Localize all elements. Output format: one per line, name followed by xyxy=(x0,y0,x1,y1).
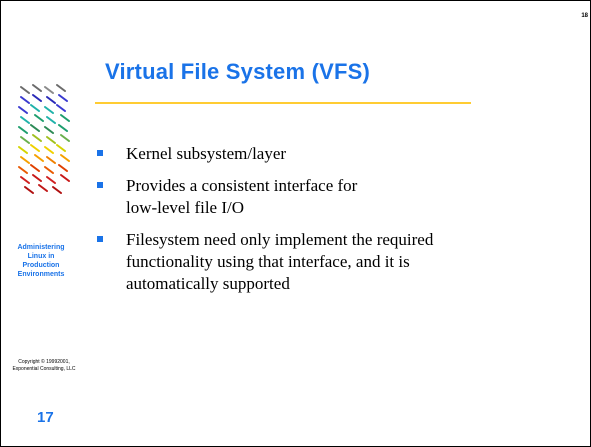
title-underline xyxy=(95,102,471,104)
page-number: 17 xyxy=(37,409,54,426)
copyright-line: Exponential Consulting, LLC xyxy=(12,366,76,372)
slide-title: Virtual File System (VFS) xyxy=(105,59,371,84)
bullet-list: Kernel subsystem/layer Provides a consis… xyxy=(97,143,557,305)
tux-penguin-mosaic-icon xyxy=(18,84,70,194)
bullet-line: functionality using that interface, and … xyxy=(126,252,410,271)
bullet-item: Provides a consistent interface for low-… xyxy=(97,175,557,219)
square-bullet-icon xyxy=(97,150,103,156)
copyright-line: Copyright © 19992001, xyxy=(18,359,70,365)
course-title-line: Linux in xyxy=(27,253,55,260)
bullet-line: automatically supported xyxy=(126,274,290,293)
copyright-notice: Copyright © 19992001, Exponential Consul… xyxy=(1,359,87,373)
square-bullet-icon xyxy=(97,236,103,242)
bullet-line: Kernel subsystem/layer xyxy=(126,144,287,163)
bullet-line: low-level file I/O xyxy=(126,198,245,217)
course-title-line: Administering xyxy=(17,244,65,251)
bullet-item: Filesystem need only implement the requi… xyxy=(97,229,557,295)
corner-slide-number: 18 xyxy=(581,13,588,19)
bullet-line: Provides a consistent interface for xyxy=(126,176,358,195)
course-title: Administering Linux in Production Enviro… xyxy=(3,243,79,279)
bullet-item: Kernel subsystem/layer xyxy=(97,143,557,165)
bullet-line: Filesystem need only implement the requi… xyxy=(126,230,434,249)
square-bullet-icon xyxy=(97,182,103,188)
course-title-line: Environments xyxy=(17,271,65,278)
course-title-line: Production xyxy=(22,262,60,269)
